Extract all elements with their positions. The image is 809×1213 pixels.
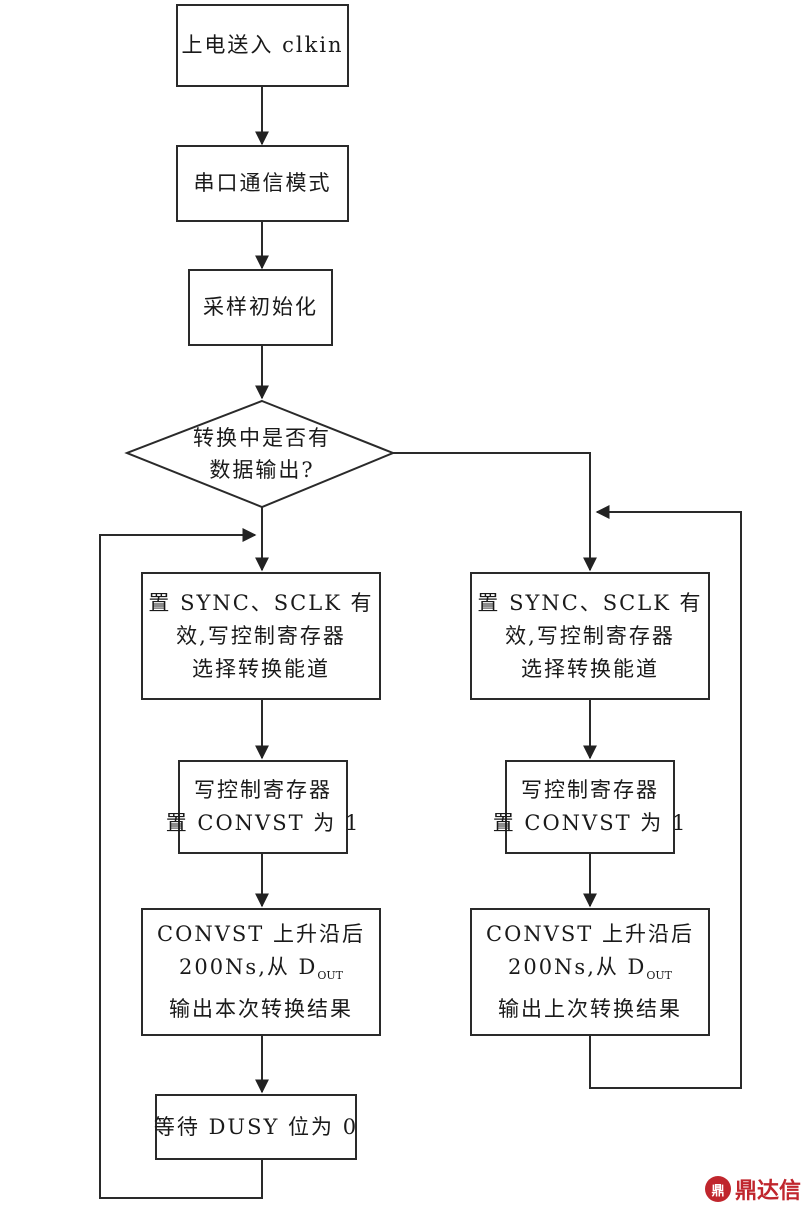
left-convst-box: 写控制寄存器 置 CONVST 为 1: [166, 760, 358, 854]
left-output-line-3: 输出本次转换结果: [169, 996, 353, 1021]
left-loop-back: [99, 528, 263, 1199]
decision-line-1: 转换中是否有: [193, 426, 331, 450]
arrow-decision-to-right: [393, 452, 597, 572]
left-output-subscript: OUT: [317, 969, 344, 983]
right-convst-box: 写控制寄存器 置 CONVST 为 1: [493, 760, 685, 854]
right-select-channel-box: 置 SYNC、SCLK 有 效,写控制寄存器 选择转换能道: [470, 572, 710, 700]
left-select-line-3: 选择转换能道: [192, 656, 330, 681]
right-select-line-2: 效,写控制寄存器: [505, 623, 675, 648]
right-output-line-3: 输出上次转换结果: [498, 996, 682, 1021]
left-output-line-2: 200Ns,从 DOUT: [178, 955, 344, 983]
right-select-line-1: 置 SYNC、SCLK 有: [477, 590, 703, 615]
left-convst-line-1: 写控制寄存器: [194, 778, 332, 802]
watermark-text: 鼎达信: [734, 1179, 801, 1204]
decision-line-2: 数据输出?: [209, 458, 315, 482]
serial-mode-box: 串口通信模式: [176, 145, 349, 222]
right-convst-line-1: 写控制寄存器: [521, 778, 659, 802]
start-box: 上电送入 clkin: [176, 4, 349, 87]
decision-text: 转换中是否有 数据输出?: [170, 422, 354, 486]
left-wait-box: 等待 DUSY 位为 0: [153, 1094, 359, 1160]
right-loop-back: [589, 505, 742, 1089]
serial-mode-label: 串口通信模式: [193, 171, 332, 195]
sample-init-label: 采样初始化: [203, 295, 318, 319]
right-output-box: CONVST 上升沿后 200Ns,从 DOUT 输出上次转换结果: [470, 908, 710, 1036]
left-select-line-2: 效,写控制寄存器: [176, 623, 346, 648]
right-output-line-2: 200Ns,从 DOUT: [507, 955, 673, 983]
right-select-line-3: 选择转换能道: [521, 656, 659, 681]
right-convst-line-2: 置 CONVST 为 1: [492, 811, 688, 835]
left-output-box: CONVST 上升沿后 200Ns,从 DOUT 输出本次转换结果: [141, 908, 381, 1036]
left-output-line-1: CONVST 上升沿后: [157, 922, 365, 947]
watermark: 鼎 鼎达信: [704, 1173, 801, 1205]
left-wait-label: 等待 DUSY 位为 0: [153, 1114, 359, 1139]
left-convst-line-2: 置 CONVST 为 1: [165, 811, 361, 835]
watermark-logo-icon: 鼎: [704, 1176, 731, 1202]
right-output-line-1: CONVST 上升沿后: [486, 922, 694, 947]
sample-init-box: 采样初始化: [188, 269, 333, 346]
right-output-subscript: OUT: [646, 969, 673, 983]
left-select-line-1: 置 SYNC、SCLK 有: [148, 590, 374, 615]
start-label: 上电送入 clkin: [181, 33, 344, 57]
left-select-channel-box: 置 SYNC、SCLK 有 效,写控制寄存器 选择转换能道: [141, 572, 381, 700]
